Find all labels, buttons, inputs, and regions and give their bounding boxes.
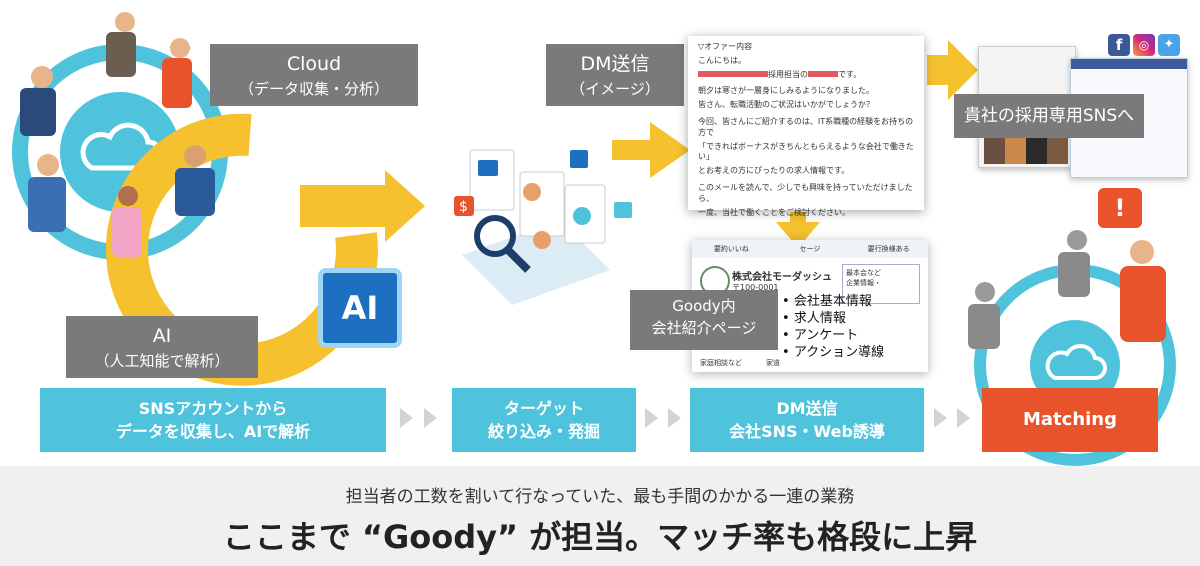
step-line: 絞り込み・発掘 <box>487 422 600 441</box>
ai-callout-title: AI <box>152 325 172 347</box>
bottom-banner: 担当者の工数を割いて行なっていた、最も手間のかかる一連の業務 ここまで “Goo… <box>0 466 1200 566</box>
cloud-callout: Cloud （データ収集・分析） <box>210 44 418 106</box>
step-chevron <box>424 408 437 428</box>
instagram-icon: ◎ <box>1133 34 1155 56</box>
yellow-arrow-head <box>385 170 425 242</box>
sns-callout: 貴社の採用専用SNSへ <box>954 94 1144 138</box>
arrow-down-to-page <box>776 212 820 248</box>
alert-bubble-icon: ! <box>1098 188 1142 228</box>
email-sender-line: 採用担当のです。 <box>698 70 914 81</box>
page-tab: セージ <box>799 245 821 253</box>
arrow-to-sns <box>927 40 978 100</box>
company-side-text: 最本会など <box>846 269 881 277</box>
cloud-callout-title: Cloud <box>286 53 342 75</box>
step-line: 会社SNS・Web誘導 <box>729 422 885 441</box>
step-line: ターゲット <box>503 398 584 418</box>
ai-callout: AI （人工知能で解析） <box>66 316 258 378</box>
step-chevron <box>645 408 658 428</box>
cloud-callout-subtitle: （データ収集・分析） <box>238 79 389 98</box>
step-line: データを収集し、AIで解析 <box>115 422 311 441</box>
email-line: このメールを読んで、少しでも興味を持っていただけましたら、 <box>698 182 913 203</box>
person-icons-left <box>20 12 215 257</box>
alert-mark: ! <box>1114 194 1126 222</box>
email-line: 皆さん、転職活動のご状況はいかがでしょうか？ <box>698 100 874 110</box>
step-chevron <box>934 408 947 428</box>
dm-callout-subtitle: （イメージ） <box>570 79 660 98</box>
feature-item: 求人情報 <box>782 311 884 328</box>
dm-callout-title: DM送信 <box>580 53 650 75</box>
company-bottom-text: 家道 <box>766 359 780 367</box>
step-matching: Matching <box>982 388 1158 452</box>
step-chevron <box>957 408 970 428</box>
goody-callout-line2: 会社紹介ページ <box>651 318 757 337</box>
feature-item: アクション導線 <box>782 345 884 362</box>
arrow-to-dm <box>612 122 690 178</box>
email-line: 今回、皆さんにご紹介するのは、IT系職種の経験をお持ちの方で <box>698 116 914 137</box>
step-line: DM送信 <box>776 398 838 418</box>
email-line: 「できればボーナスがきちんともらえるような会社で働きたい」 <box>698 141 914 162</box>
ai-chip-label: AI <box>341 289 379 327</box>
company-page-features: 会社基本情報 求人情報 アンケート アクション導線 <box>782 294 884 362</box>
email-line: とお考えの方にぴったりの求人情報です。 <box>698 166 850 176</box>
email-line: 一度、当社で働くことをご検討ください。 <box>698 207 850 217</box>
step-line: SNSアカウントから <box>138 398 288 418</box>
bottom-headline: ここまで “Goody” が担当。マッチ率も格段に上昇 <box>222 518 978 556</box>
ai-callout-subtitle: （人工知能で解析） <box>94 351 230 370</box>
step-chevron <box>668 408 681 428</box>
magnifier-icon <box>474 215 516 257</box>
page-tab: 要行換様ある <box>867 245 910 253</box>
feature-item: 会社基本情報 <box>782 294 884 311</box>
email-greeting: こんにちは。 <box>698 55 746 65</box>
svg-text:$: $ <box>459 199 468 215</box>
step-line: Matching <box>1022 408 1118 430</box>
goody-page-callout: Goody内 会社紹介ページ <box>630 290 778 350</box>
cloud-icon-matching <box>1045 343 1107 380</box>
step-sns-analysis: SNSアカウントから データを収集し、AIで解析 <box>40 388 386 452</box>
goody-callout-line1: Goody内 <box>672 297 736 315</box>
step-chevron <box>400 408 413 428</box>
email-heading: ▽オファー内容 <box>698 42 753 51</box>
twitter-icon: ✦ <box>1158 34 1180 56</box>
company-name: 株式会社モーダッシュ <box>732 272 832 283</box>
company-zip: 〒100-0001 <box>732 283 779 292</box>
step-target: ターゲット 絞り込み・発掘 <box>452 388 636 452</box>
company-bottom-text: 家庭相談など <box>700 359 742 367</box>
step-dm: DM送信 会社SNS・Web誘導 <box>690 388 924 452</box>
feature-item: アンケート <box>782 328 884 345</box>
facebook-icon: f <box>1108 34 1130 56</box>
person-icons-right <box>968 230 1166 349</box>
company-side-text: 企業情報・ <box>846 279 881 287</box>
dm-callout: DM送信 （イメージ） <box>546 44 684 106</box>
ai-chip-icon: AI <box>318 268 402 348</box>
email-line: 朝夕は寒さが一層身にしみるようになりました。 <box>698 86 874 96</box>
bottom-subline: 担当者の工数を割いて行なっていた、最も手間のかかる一連の業務 <box>345 487 855 507</box>
sns-photo-strip <box>984 138 1068 164</box>
dm-email-preview: ▽オファー内容 こんにちは。 採用担当のです。 朝夕は寒さが一層身にしみるように… <box>688 36 924 217</box>
page-tab: 要約いいね <box>713 245 749 253</box>
